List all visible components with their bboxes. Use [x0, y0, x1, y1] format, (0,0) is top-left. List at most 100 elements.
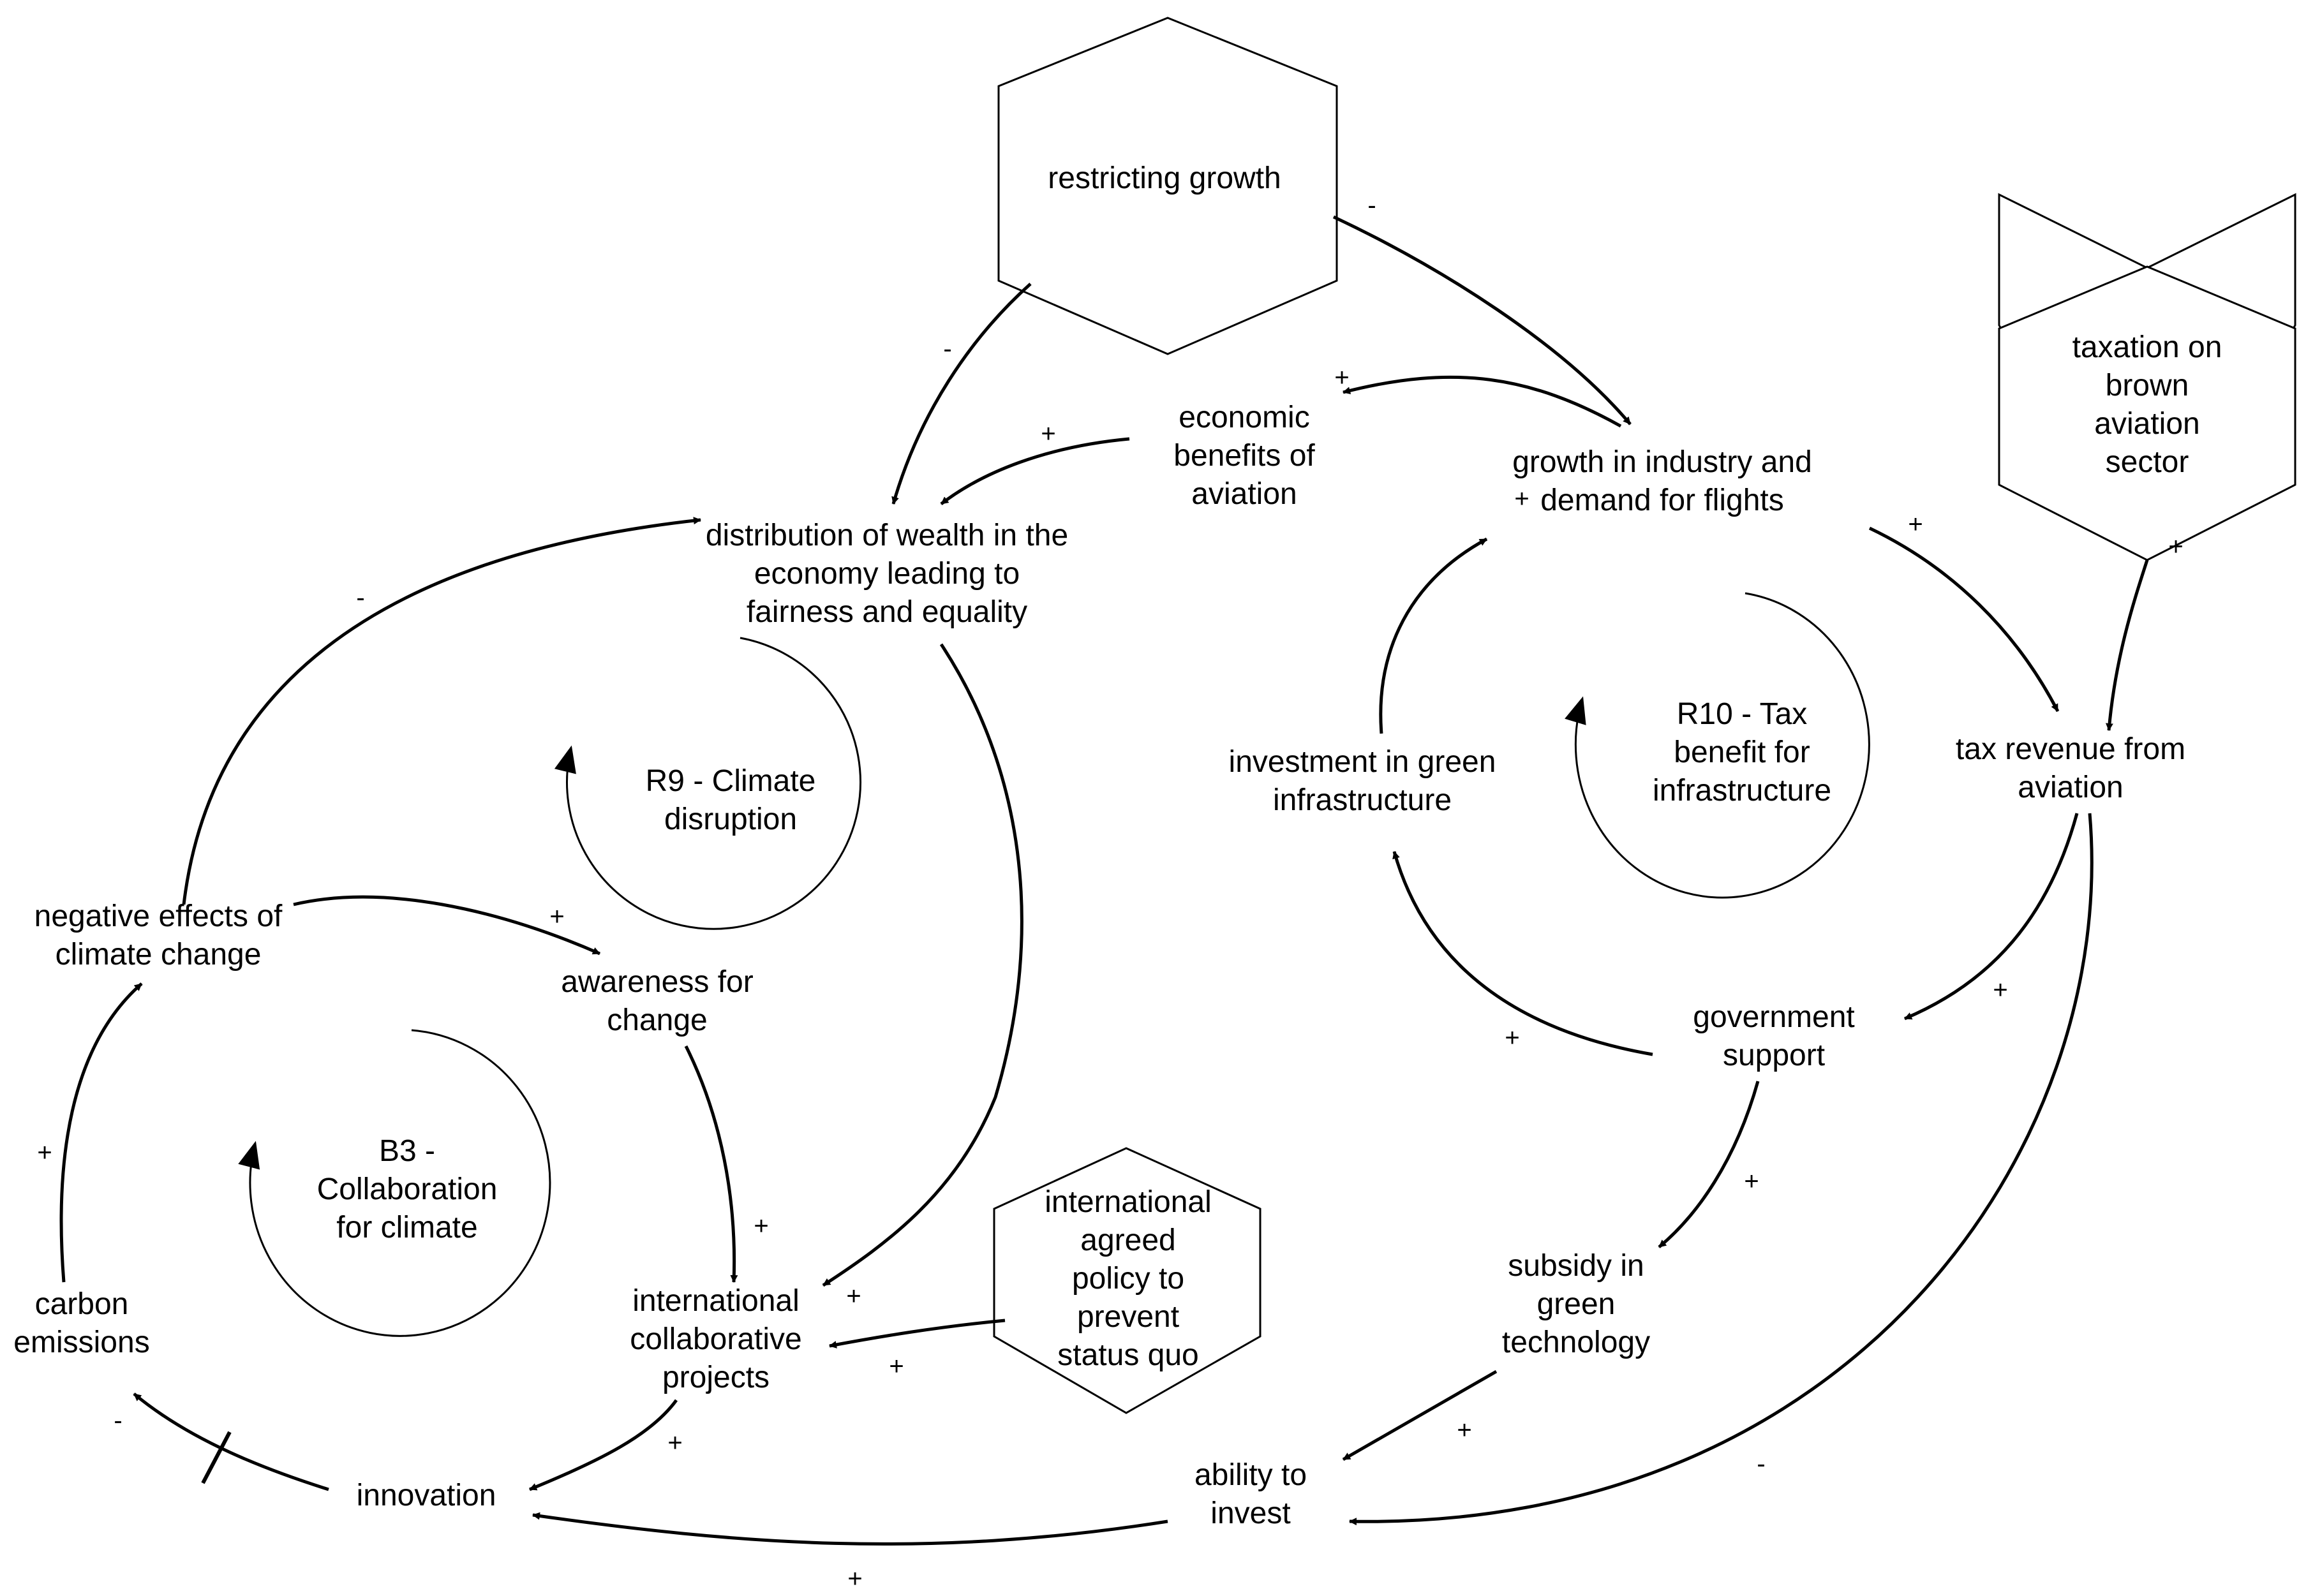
label-line: economic	[1179, 401, 1309, 434]
sign-awareness-to-projects: +	[754, 1212, 768, 1240]
label-line: benefits of	[1173, 439, 1315, 473]
sign-subsidy-to-ability: +	[1457, 1416, 1471, 1444]
label-line: prevent	[1077, 1300, 1179, 1334]
sign-growth-to-tax: +	[1908, 510, 1923, 538]
label-line: economy leading to	[754, 557, 1020, 591]
sign-innovation-to-carbon: -	[114, 1407, 122, 1435]
node-labels: restricting growth taxation on brown aviat…	[13, 161, 2222, 1530]
sign-investment-to-growth: +	[1514, 485, 1529, 513]
label-line: R10 - Tax	[1677, 697, 1808, 731]
label-line: green	[1537, 1287, 1616, 1321]
intl-policy-hexagon	[993, 1147, 1261, 1414]
node-negative-effects: negative effects of climate change	[34, 899, 283, 972]
label-line: distribution of wealth in the	[706, 519, 1068, 552]
label-line: change	[607, 1003, 707, 1037]
node-awareness: awareness for change	[561, 965, 753, 1037]
label-line: agreed	[1080, 1223, 1175, 1257]
label-line: for climate	[336, 1211, 477, 1245]
label-line: aviation	[2018, 771, 2123, 804]
delay-mark	[201, 1431, 232, 1484]
sign-taxation-to-tax: +	[2168, 533, 2183, 561]
sign-negative-to-awareness: +	[549, 903, 564, 931]
sign-econ-to-distribution: +	[1041, 420, 1055, 448]
link-taxation-to-tax-revenue	[2105, 559, 2149, 731]
causal-links	[59, 215, 2149, 1546]
sign-restricting-to-growth: -	[1367, 191, 1376, 219]
link-tax-revenue-to-ability	[1349, 813, 2094, 1526]
label-line: tax revenue from	[1956, 732, 2185, 766]
b3-loop-circle	[238, 1029, 551, 1337]
node-distribution-wealth: distribution of wealth in the economy lea…	[706, 519, 1068, 629]
sign-negative-to-distribution: -	[356, 584, 364, 612]
sign-projects-to-innovation: +	[667, 1429, 682, 1457]
sign-distribution-to-projects: +	[846, 1282, 861, 1310]
link-government-to-investment	[1392, 851, 1653, 1056]
label-line: technology	[1502, 1326, 1650, 1359]
link-subsidy-to-ability	[1342, 1370, 1498, 1461]
label-line: support	[1723, 1038, 1825, 1072]
label-line: carbon	[35, 1287, 129, 1321]
sign-carbon-to-negative: +	[37, 1139, 52, 1167]
label-line: policy to	[1072, 1262, 1184, 1296]
label-line: infrastructure	[1653, 774, 1831, 808]
restricting-growth-hexagon	[997, 17, 1338, 355]
label-line: awareness for	[561, 965, 753, 999]
sign-tax-to-ability: -	[1757, 1450, 1765, 1478]
sign-restricting-to-distribution: -	[943, 335, 951, 363]
label-line: Collaboration	[317, 1172, 498, 1206]
polarity-signs: - - + + + + - + + + + + + + + + - + + - …	[37, 191, 2183, 1593]
node-innovation: innovation	[357, 1479, 496, 1512]
node-subsidy: subsidy in green technology	[1502, 1249, 1650, 1359]
label-line: brown	[2106, 369, 2189, 403]
sign-ability-to-innovation: +	[847, 1565, 862, 1593]
link-restricting-to-distribution	[891, 283, 1032, 505]
label-line: taxation on	[2072, 330, 2222, 364]
sign-policy-to-projects: +	[889, 1352, 904, 1380]
label-line: fairness and equality	[747, 595, 1027, 629]
node-government-support: government support	[1693, 1000, 1854, 1072]
link-restricting-to-growth	[1332, 215, 1632, 425]
loop-label-r10: R10 - Tax benefit for infrastructure	[1653, 697, 1831, 808]
label-line: benefit for	[1674, 735, 1810, 769]
sign-government-to-subsidy: +	[1744, 1167, 1759, 1195]
node-carbon-emissions: carbon emissions	[13, 1287, 149, 1359]
label-line: negative effects of	[34, 899, 283, 933]
label-line: government	[1693, 1000, 1854, 1034]
link-economic-to-distribution	[940, 437, 1130, 505]
link-policy-to-projects	[829, 1319, 1006, 1348]
label-line: R9 - Climate	[646, 764, 816, 798]
r9-loop-circle	[554, 637, 861, 930]
link-negative-to-distribution	[182, 517, 701, 905]
label-line: investment in green	[1229, 745, 1496, 779]
label-line: international	[632, 1284, 800, 1318]
label-line: subsidy in	[1508, 1249, 1644, 1283]
node-tax-revenue: tax revenue from aviation	[1956, 732, 2185, 804]
label-line: infrastructure	[1273, 783, 1452, 817]
link-innovation-to-carbon	[133, 1393, 329, 1491]
label-line: demand for flights	[1540, 484, 1784, 517]
sign-government-to-investment: +	[1505, 1024, 1519, 1052]
sign-growth-to-economic: +	[1334, 364, 1349, 392]
label-line: restricting growth	[1048, 161, 1281, 195]
label-line: invest	[1210, 1496, 1290, 1530]
label-line: projects	[662, 1361, 770, 1394]
node-restricting-growth: restricting growth	[1048, 161, 1281, 195]
label-line: climate change	[56, 938, 262, 972]
sign-tax-to-government: +	[1993, 976, 2007, 1004]
link-tax-revenue-to-government	[1904, 813, 2079, 1021]
link-distribution-to-projects	[822, 643, 1023, 1287]
label-line: aviation	[2094, 407, 2199, 441]
link-government-to-subsidy	[1658, 1081, 1760, 1248]
link-growth-to-tax-revenue	[1868, 526, 2060, 713]
label-line: emissions	[13, 1326, 149, 1359]
link-negative-to-awareness	[293, 895, 601, 956]
link-carbon-to-negative	[59, 982, 143, 1283]
label-line: innovation	[357, 1479, 496, 1512]
